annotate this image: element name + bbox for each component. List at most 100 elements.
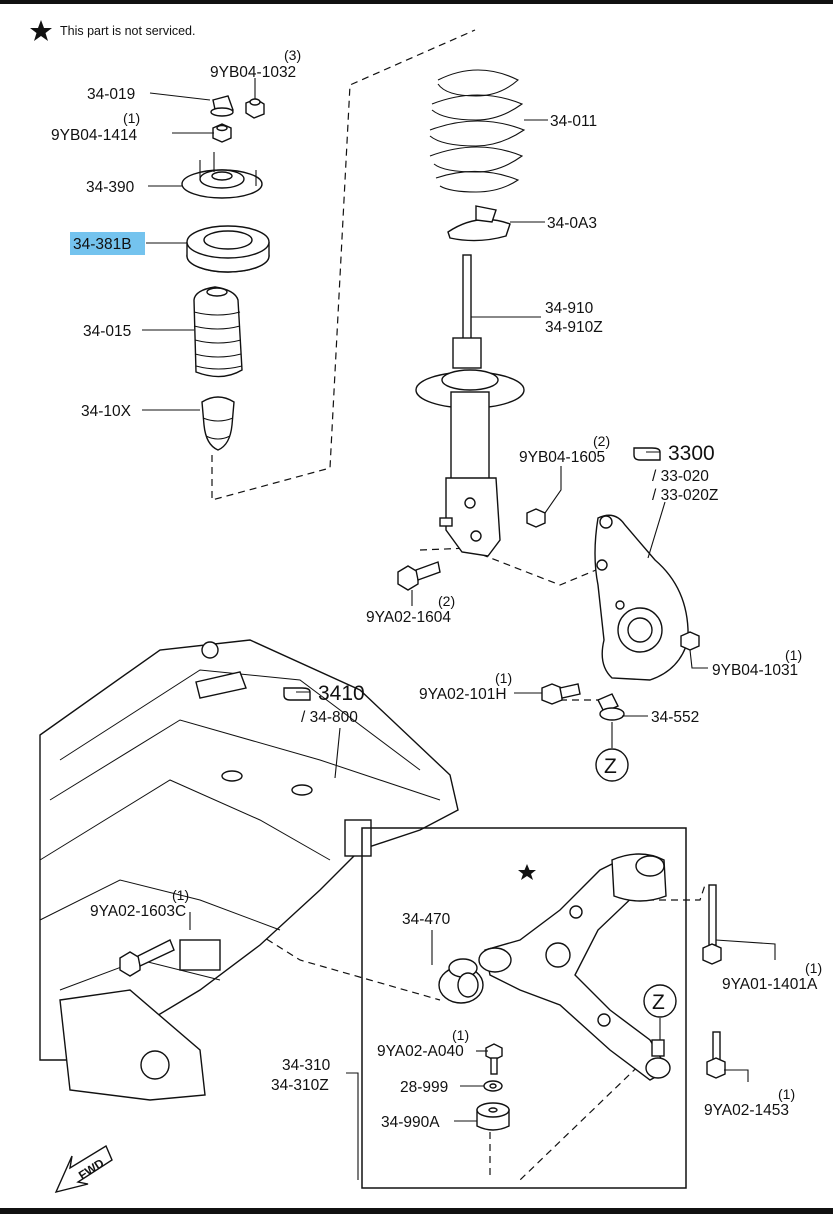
callout-34-470[interactable]: 34-470 [402,911,451,928]
callout-label[interactable]: 34-381B [73,236,132,253]
pointing-hand-icon [633,447,661,461]
callout-label-2[interactable]: 34-910Z [545,319,603,336]
callout-label[interactable]: 9YA01-1401A [722,976,818,993]
callout-9ya02-a040[interactable]: (1) 9YA02-A040 [377,1027,469,1060]
bottom-border [0,1208,833,1214]
part-nut-1605 [526,508,546,528]
z-marker-circle [595,748,629,782]
top-border [0,0,833,4]
part-34-990A [476,1102,510,1131]
part-34-910-strut [415,254,525,557]
callout-label[interactable]: 9YA02-1453 [704,1102,789,1119]
callout-34-552[interactable]: 34-552 [651,709,699,726]
callout-label[interactable]: 34-470 [402,911,451,928]
callout-label[interactable]: 34-390 [86,179,135,196]
callout-label[interactable]: Z [652,991,665,1014]
callout-label[interactable]: 3410 [318,682,365,705]
callout-z-marker-upper[interactable]: Z [595,748,629,782]
part-34-019 [210,95,234,117]
callout-34-019[interactable]: 34-019 [87,86,135,103]
part-28-999-washer [483,1080,503,1092]
callout-label-2[interactable]: / 34-800 [301,709,358,726]
callout-qty: (1) [785,647,802,663]
callout-34-381b[interactable]: 34-381B [70,232,145,255]
callout-label[interactable]: 9YB04-1414 [51,127,138,144]
part-bolt-a040 [485,1043,503,1075]
part-34-015 [193,286,243,378]
callout-label[interactable]: 9YA02-101H [419,686,507,703]
callout-label[interactable]: 34-10X [81,403,132,420]
callout-label[interactable]: 34-990A [381,1114,440,1131]
callout-qty: (1) [123,110,140,126]
part-bolt-1401a [702,884,722,965]
not-serviced-star-icon [518,864,536,880]
lower-arm-detail-frame [361,827,687,1189]
part-34-10X [201,396,235,451]
leader-lines [142,78,776,1180]
callout-9yb04-1605[interactable]: (2) 9YB04-1605 [519,433,610,466]
pointing-hand-icon [283,687,311,701]
part-34-390 [181,152,263,199]
callout-34-390[interactable]: 34-390 [86,179,135,196]
callout-3300[interactable]: 3300 / 33-020 / 33-020Z [633,442,718,504]
part-bolt-1603c [119,939,175,977]
callout-9yb04-1414[interactable]: (1) 9YB04-1414 [51,110,140,144]
callout-9ya01-1401a[interactable]: (1) 9YA01-1401A [722,960,822,993]
callout-qty: (2) [593,433,610,449]
callout-9ya02-1453[interactable]: (1) 9YA02-1453 [704,1086,795,1119]
callout-label[interactable]: 3300 [668,442,715,465]
callout-9yb04-1032[interactable]: (3) 9YB04-1032 [210,47,301,81]
callout-label[interactable]: 34-310 [282,1057,331,1074]
part-34-381B [186,225,270,273]
callout-label[interactable]: 34-552 [651,709,699,726]
callout-28-999[interactable]: 28-999 [400,1079,448,1096]
callout-qty: (1) [495,670,512,686]
callout-label[interactable]: 9YA02-A040 [377,1043,464,1060]
callout-9yb04-1031[interactable]: (1) 9YB04-1031 [712,647,802,679]
callout-label[interactable]: 9YB04-1031 [712,662,798,679]
callout-label[interactable]: 34-0A3 [547,215,597,232]
star-note: This part is not serviced. [30,20,195,41]
callout-label-3[interactable]: / 33-020Z [652,487,718,504]
callout-34-990a[interactable]: 34-990A [381,1114,440,1131]
callout-highlight [70,232,145,255]
callout-label[interactable]: 28-999 [400,1079,448,1096]
callout-qty: (1) [778,1086,795,1102]
callout-3410[interactable]: 3410 / 34-800 [283,682,365,726]
callout-label[interactable]: 34-910 [545,300,594,317]
callout-34-10x[interactable]: 34-10X [81,403,132,420]
callout-label-2[interactable]: 34-310Z [271,1077,329,1094]
callout-label-2[interactable]: / 33-020 [652,468,709,485]
callout-label[interactable]: Z [604,755,617,778]
part-34-011-spring [429,69,526,193]
callout-label[interactable]: 9YA02-1603C [90,903,186,920]
z-marker-circle [643,984,677,1018]
callout-label[interactable]: 9YB04-1605 [519,449,605,466]
part-34-310-lower-arm [478,853,671,1081]
callout-qty: (1) [172,887,189,903]
callout-qty: (3) [284,47,301,63]
callout-9ya02-1603c[interactable]: (1) 9YA02-1603C [90,887,189,920]
part-3410-subframe [39,639,459,1101]
callout-9ya02-1604[interactable]: (2) 9YA02-1604 [366,593,455,626]
callout-label[interactable]: 9YA02-1604 [366,609,451,626]
callout-34-015[interactable]: 34-015 [83,323,131,340]
callout-label[interactable]: 9YB04-1032 [210,64,296,81]
part-34-470-bushing [438,958,484,1004]
callout-34-011[interactable]: 34-011 [550,113,597,130]
callout-qty: (2) [438,593,455,609]
part-nut-1031 [680,631,700,651]
part-bolt-1604 [397,561,441,591]
callout-z-marker-lower[interactable]: Z [643,984,677,1018]
callout-label[interactable]: 34-011 [550,113,597,130]
callout-label[interactable]: 34-019 [87,86,135,103]
part-3300-knuckle [594,514,689,681]
callout-34-0a3[interactable]: 34-0A3 [547,215,597,232]
callout-34-310[interactable]: 34-310 34-310Z [271,1057,331,1094]
callout-34-910[interactable]: 34-910 34-910Z [545,300,603,336]
star-note-text: This part is not serviced. [60,24,195,38]
callout-label[interactable]: 34-015 [83,323,131,340]
callout-9ya02-101h[interactable]: (1) 9YA02-101H [419,670,512,703]
part-34-552 [597,693,625,721]
